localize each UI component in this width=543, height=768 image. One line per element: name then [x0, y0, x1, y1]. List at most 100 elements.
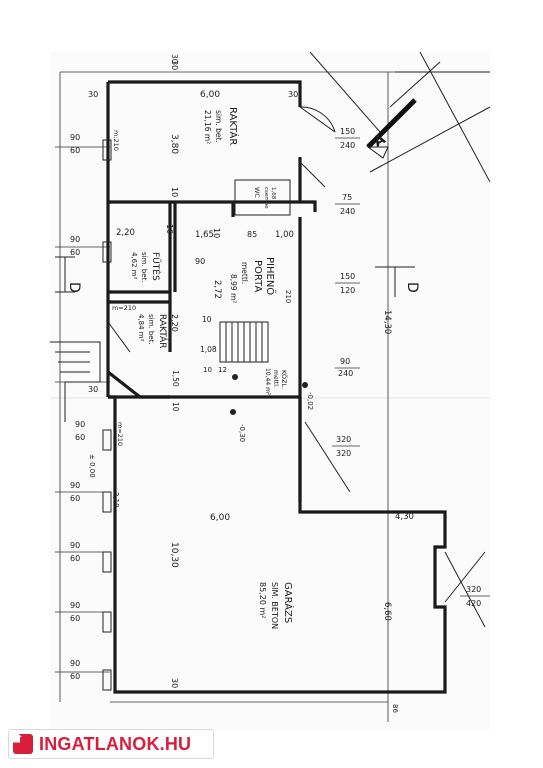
left-windows — [102, 139, 112, 691]
room-garazs-name: GARÁZS — [282, 582, 295, 623]
dim-label: 14,30 — [382, 310, 392, 334]
dim-label: 320 — [336, 435, 351, 444]
dim-label: 60 — [70, 672, 80, 681]
door-swing — [299, 106, 336, 133]
dim-label: 10 — [170, 187, 179, 197]
dim-label: 320 — [466, 585, 481, 594]
dim-label: 60 — [70, 614, 80, 623]
dim-label: 90 — [70, 601, 80, 610]
watermark-text: INGATLANOK.HU — [39, 733, 192, 754]
dim-label: 4,30 — [395, 512, 414, 522]
dim-label: 90 — [75, 420, 85, 429]
dim-label: 320 — [336, 449, 351, 458]
house-logo-icon — [10, 731, 33, 754]
dim-label: 10 — [165, 224, 174, 234]
dim-label: 10 — [171, 402, 180, 412]
dim-label: 2,72 — [212, 280, 222, 299]
level-label: -0,02 — [306, 392, 314, 410]
floor-plan-drawing: RAKTÁR sim. bet. 21,16 m² WC csempe 1,68… — [50, 52, 490, 722]
dim-label: 90 — [195, 257, 205, 266]
dim-label: 2,20 — [116, 228, 135, 238]
dim-label: 30 — [288, 90, 298, 99]
dim-label: 85 — [247, 230, 257, 239]
section-d-left-marker — [55, 256, 75, 293]
door-swing — [107, 321, 131, 353]
room-piheno-name2: PORTA — [252, 260, 263, 292]
room-futes-name: FŰTÉS — [150, 252, 162, 281]
stairs — [219, 321, 269, 363]
room-kozl-area: 10,44 m² — [264, 368, 271, 396]
dim-label: 60 — [75, 433, 85, 442]
dim-label: 150 — [340, 127, 355, 136]
room-futes-floor: sim. bet. — [140, 252, 148, 283]
upper-walls — [106, 80, 317, 397]
dim-label: 60 — [70, 146, 80, 155]
room-piheno-floor: mettl. — [240, 262, 249, 284]
dim-label: 2,10 — [112, 492, 120, 508]
level-marker — [230, 409, 236, 415]
level-marker — [232, 374, 238, 380]
dim-label: 6,00 — [200, 90, 220, 100]
wc-box — [234, 179, 291, 216]
entrance-steps — [50, 341, 101, 422]
neighbour-lines — [309, 52, 490, 183]
dim-label: 30 — [170, 60, 179, 70]
gate-swing — [304, 421, 351, 493]
level-label: ± 0,00 — [88, 454, 96, 478]
dim-label: m=210 — [116, 422, 124, 446]
dim-label: 1,00 — [275, 230, 294, 240]
dim-label: 210 — [284, 290, 292, 303]
door-swing — [299, 161, 326, 188]
section-arrow — [366, 146, 389, 159]
room-futes-area: 4,62 m² — [130, 252, 138, 280]
dim-label: 10 — [212, 228, 221, 238]
gate-swing — [444, 551, 486, 628]
dim-label: 60 — [70, 494, 80, 503]
room-piheno-area: 8,99 m² — [229, 274, 238, 303]
dim-label: 240 — [340, 207, 355, 216]
room-wc-area: 1,68 — [270, 187, 276, 200]
dim-label: 90 — [340, 357, 350, 366]
dim-label: 90 — [70, 541, 80, 550]
dim-label: 2,20 — [170, 314, 179, 332]
section-letter-a: A — [371, 131, 389, 150]
dim-label: 75 — [342, 193, 352, 202]
dim-label: 240 — [338, 369, 353, 378]
room-wc-name: WC — [253, 187, 261, 198]
room-raktar-top-name: RAKTÁR — [227, 107, 240, 145]
dim-label: 10 — [202, 315, 212, 324]
dim-label: 90 — [70, 659, 80, 668]
dim-label: 10 — [203, 366, 212, 374]
dim-label: 240 — [340, 141, 355, 150]
level-label: -0,30 — [238, 424, 246, 442]
section-letter-d-right: D — [404, 282, 420, 293]
watermark: INGATLANOK.HU — [8, 729, 214, 759]
dim-label: 90 — [70, 133, 80, 142]
dim-label: 6,00 — [210, 513, 230, 523]
room-garazs-floor: SIM. BETON — [270, 582, 279, 629]
room-kozl-name: KÖZL. — [280, 370, 289, 389]
dim-label: 30 — [88, 385, 98, 394]
dim-label: 90 — [70, 235, 80, 244]
dim-label: 30 — [170, 678, 179, 688]
room-raktar-top-floor: sim. bet. — [214, 110, 223, 143]
dim-label: 10,30 — [169, 542, 179, 568]
dim-label: 12 — [218, 366, 227, 374]
floor-plan-sheet: RAKTÁR sim. bet. 21,16 m² WC csempe 1,68… — [50, 52, 490, 730]
section-d-right-marker — [375, 266, 415, 297]
dim-label: 1,65 — [195, 230, 214, 240]
dim-label: 120 — [340, 286, 355, 295]
dim-label: 150 — [340, 272, 355, 281]
upper-corner-walls — [107, 370, 170, 399]
room-raktar-top-area: 21,16 m² — [203, 110, 212, 144]
dim-label: m:210 — [112, 130, 120, 151]
dim-label: m=210 — [112, 304, 136, 312]
room-kozl-floor: mettl. — [272, 370, 279, 388]
room-wc-floor: csempe — [263, 187, 269, 209]
dim-label: 1,50 — [171, 370, 180, 387]
room-piheno-name: PIHENŐ — [264, 257, 278, 295]
room-garazs-area: 85,20 m² — [258, 582, 267, 618]
dim-label: 60 — [70, 248, 80, 257]
garage-walls — [108, 395, 447, 694]
dim-label: 90 — [70, 481, 80, 490]
